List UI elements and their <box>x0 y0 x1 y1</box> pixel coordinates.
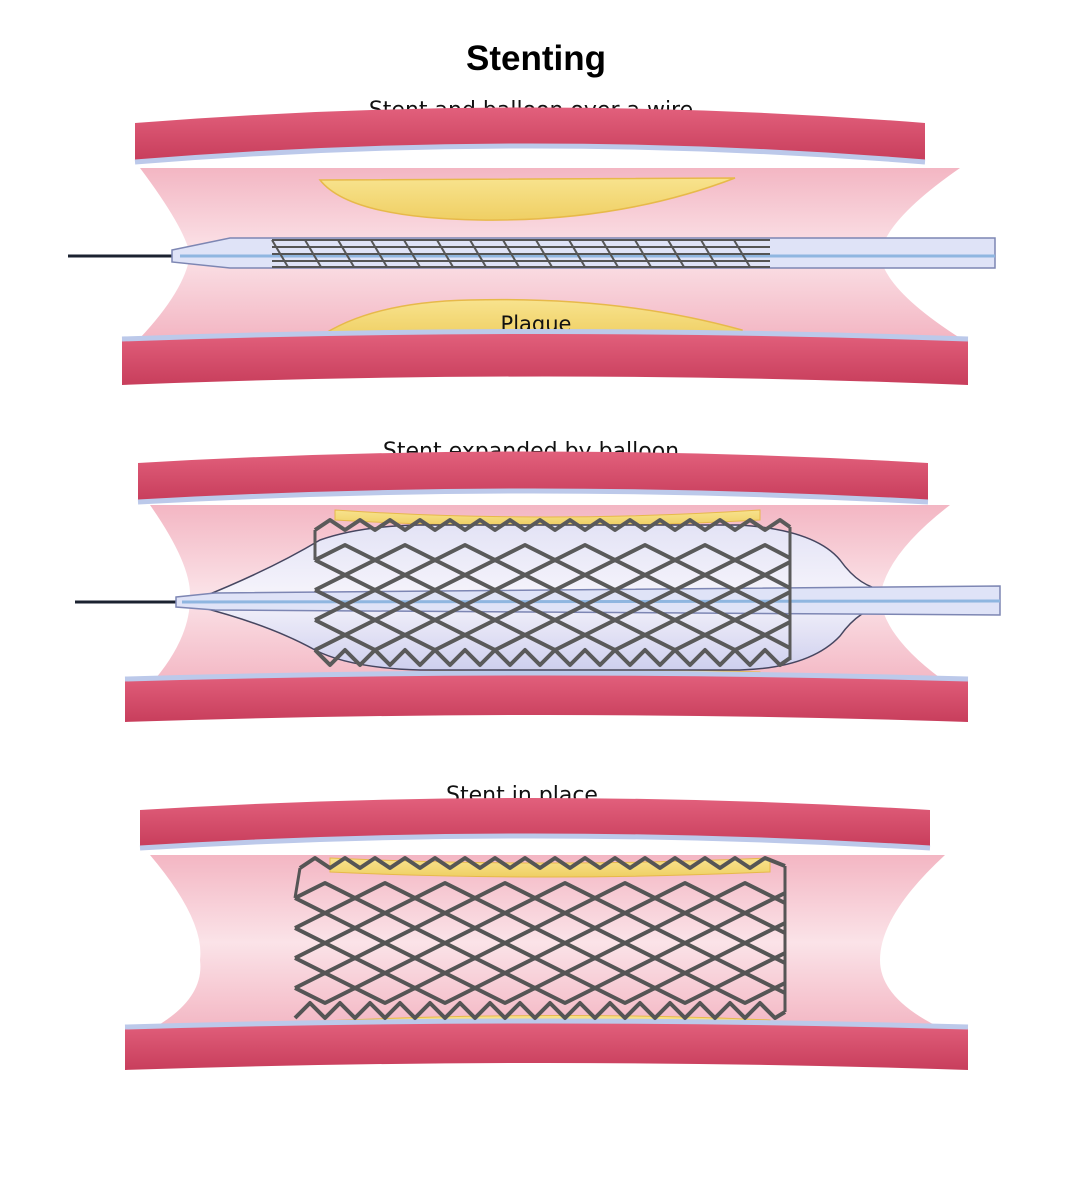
panel-1-artery: Plaque <box>68 107 996 385</box>
panel-3-wall-top <box>140 798 930 846</box>
panel-2-artery <box>75 451 1001 722</box>
panel-2-wall-bottom <box>125 674 968 722</box>
panel-2-expanded-stent <box>313 518 792 667</box>
panel-1-wall-bottom <box>122 332 968 385</box>
panel-1-plaque-bottom <box>315 298 743 339</box>
panel-3-endothelium-top <box>139 833 931 851</box>
panel-3-artery <box>124 798 969 1070</box>
panel-1-plaque-top <box>318 177 736 221</box>
panel-1-crimped-stent <box>271 239 770 268</box>
panel-1-wall-top <box>135 107 925 160</box>
panel-2-endothelium-top <box>137 488 929 505</box>
panel-1-endothelium-top <box>134 143 926 165</box>
panel-3-deployed-stent <box>293 856 787 1020</box>
diagram-title: Stenting <box>466 39 606 78</box>
panel-3-wall-bottom <box>125 1022 968 1070</box>
panel-2-endothelium-bottom <box>124 670 969 682</box>
panel-3-endothelium-bottom <box>124 1018 969 1030</box>
panel-1-endothelium-bottom <box>121 329 969 342</box>
panel-2-wall-top <box>138 451 928 500</box>
